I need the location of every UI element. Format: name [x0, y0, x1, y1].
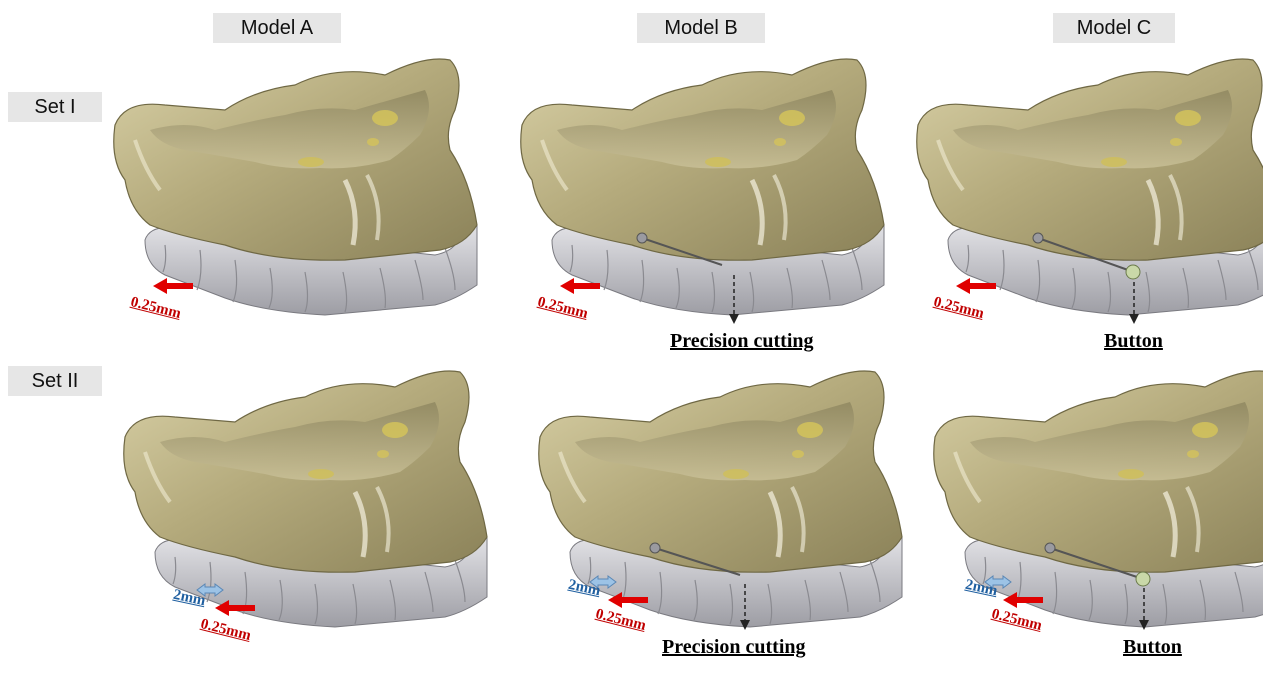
figure-set1-model-c: 0.25mm Button [908, 50, 1263, 370]
button-icon [1126, 265, 1140, 279]
caption-button: Button [1123, 636, 1182, 659]
caption-button: Button [1104, 330, 1163, 353]
figure-set1-model-b: 0.25mm Precision cutting [512, 50, 932, 370]
column-header-model-c: Model C [1053, 13, 1175, 43]
row-label-set-1: Set I [8, 92, 102, 122]
column-header-model-b: Model B [637, 13, 765, 43]
caption-precision-cutting: Precision cutting [670, 330, 814, 353]
denture-model [925, 362, 1263, 662]
denture-model [115, 362, 535, 662]
figure-set2-model-c: 2mm 0.25mm Button [925, 362, 1263, 682]
caption-precision-cutting: Precision cutting [662, 636, 806, 659]
button-icon [1136, 572, 1150, 586]
denture-model [908, 50, 1263, 370]
column-header-model-a: Model A [213, 13, 341, 43]
denture-model [512, 50, 932, 370]
denture-model [530, 362, 950, 662]
denture-model [105, 50, 525, 370]
figure-set2-model-b: 2mm 0.25mm Precision cutting [530, 362, 950, 682]
figure-set1-model-a: 0.25mm [105, 50, 525, 370]
row-label-set-2: Set II [8, 366, 102, 396]
figure-set2-model-a: 2mm 0.25mm [115, 362, 535, 682]
